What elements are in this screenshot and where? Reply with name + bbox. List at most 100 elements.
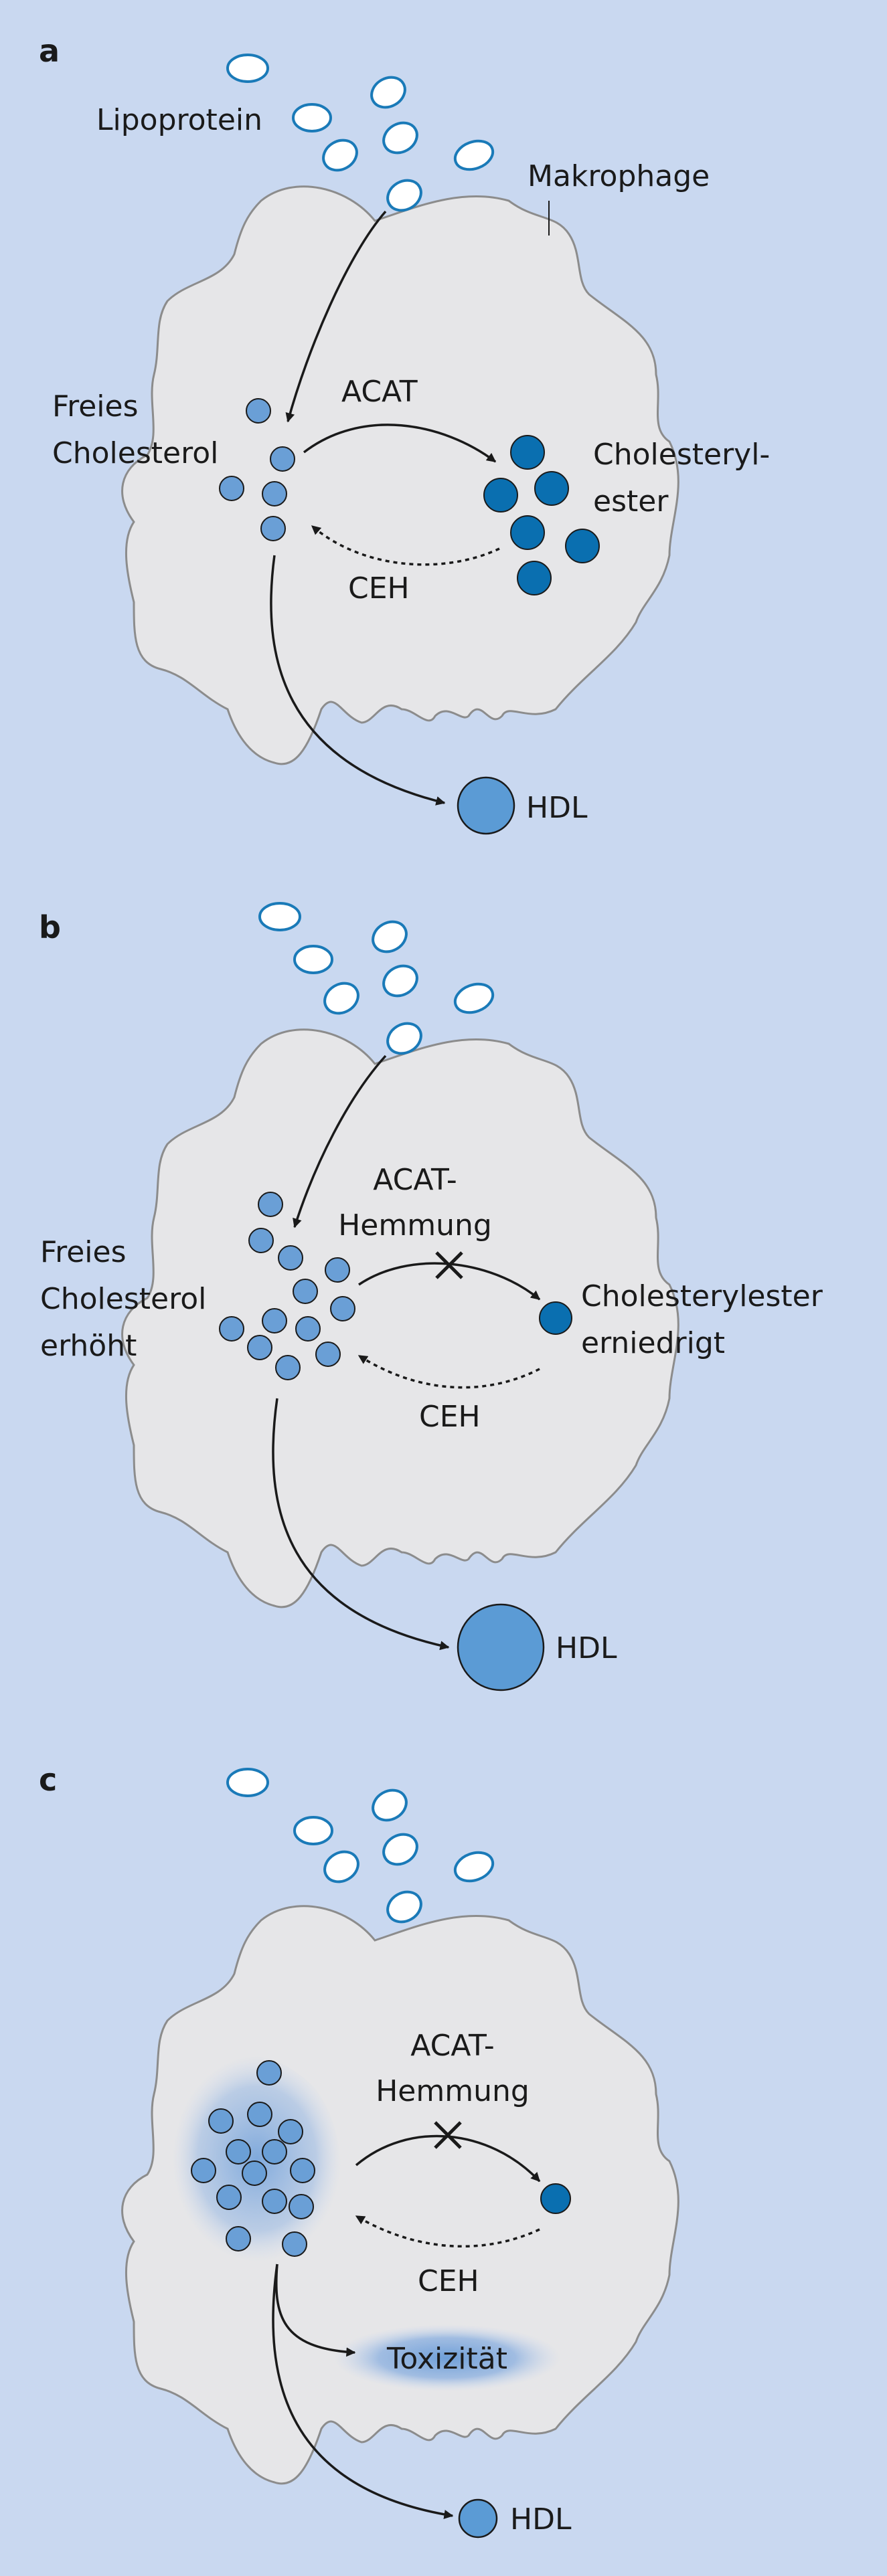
free-cholesterol-particle <box>289 2194 314 2219</box>
uptake-arrow <box>293 1054 387 1228</box>
free-cholesterol-particle <box>262 2189 287 2214</box>
free-cholesterol-particle <box>226 2139 251 2165</box>
lipoprotein-particle <box>292 103 332 132</box>
free-cholesterol-particle <box>262 1308 287 1333</box>
lipoprotein-particle <box>382 964 418 998</box>
panel-b: b Freies Cholesterol <box>39 902 823 1691</box>
uptake-arrow <box>285 210 387 423</box>
hdl-particle <box>457 1603 545 1691</box>
lipoprotein-particle <box>226 54 269 83</box>
cholesteryl-ester-particle <box>539 1301 572 1335</box>
lipoprotein-label: Lipoprotein <box>96 103 262 137</box>
lipoprotein-particles <box>226 54 495 212</box>
free-cholesterol-particle <box>247 1335 272 1360</box>
lipoprotein-particle <box>323 1850 359 1883</box>
free-cholesterol-particle <box>293 1279 318 1304</box>
acat-arrow <box>303 424 497 463</box>
free-cholesterol-group <box>219 398 295 541</box>
lipoprotein-particles <box>258 902 495 1055</box>
free-cholesterol-label-line3: erhöht <box>40 1329 137 1363</box>
free-cholesterol-particle <box>247 2102 272 2127</box>
cholesteryl-ester-particle <box>565 529 600 563</box>
free-cholesterol-label-line2: Cholesterol <box>40 1282 206 1316</box>
efflux-arrow <box>270 555 446 806</box>
cholesteryl-ester-particle <box>510 435 545 470</box>
cholesteryl-ester-particle <box>540 2183 571 2214</box>
lipoprotein-particle <box>258 902 301 931</box>
lipoprotein-particle <box>226 1768 269 1797</box>
lipoprotein-particle <box>386 179 422 212</box>
free-cholesterol-label-line1: Freies <box>40 1235 127 1269</box>
acat-inhibition-label-line1: ACAT- <box>410 2029 494 2063</box>
hdl-label: HDL <box>556 1631 617 1665</box>
free-cholesterol-particle <box>262 2139 287 2165</box>
acat-inhibition-label-line2: Hemmung <box>376 2074 530 2108</box>
lipoprotein-particle <box>293 945 333 974</box>
free-cholesterol-particle <box>248 1228 274 1253</box>
free-cholesterol-particle <box>325 1257 350 1283</box>
free-cholesterol-particle <box>278 2119 303 2144</box>
cholesteryl-ester-particle <box>517 561 552 595</box>
free-cholesterol-label-line1: Freies <box>52 389 139 424</box>
free-cholesterol-particle <box>330 1296 355 1321</box>
panel-b-letter: b <box>39 909 61 945</box>
ester-label-line2: ester <box>593 484 669 519</box>
acat-inhibition-label-line2: Hemmung <box>338 1208 492 1243</box>
efflux-arrow <box>272 2264 454 2519</box>
macrophage-label: Makrophage <box>528 159 710 193</box>
inhibition-cross-icon <box>435 1251 463 1279</box>
lipoprotein-particles <box>226 1768 495 1924</box>
inhibition-cross-icon <box>434 2121 462 2149</box>
free-cholesterol-particle <box>315 1342 341 1367</box>
free-cholesterol-particle <box>216 2185 242 2210</box>
free-cholesterol-particle <box>295 1316 321 1342</box>
acat-label: ACAT <box>341 375 418 409</box>
cholesteryl-ester-particle <box>534 471 569 506</box>
panel-a-letter: a <box>39 33 60 69</box>
lipoprotein-particle <box>322 139 358 172</box>
lipoprotein-particle <box>372 920 408 953</box>
lipoprotein-particle <box>453 139 495 171</box>
free-cholesterol-particle <box>262 481 287 507</box>
lipoprotein-particle <box>382 1833 418 1866</box>
acat-inhibition-label-line1: ACAT- <box>373 1163 457 1197</box>
lipoprotein-particle <box>453 1851 495 1883</box>
free-cholesterol-particle <box>246 398 271 424</box>
hdl-label: HDL <box>526 791 588 825</box>
free-cholesterol-particle <box>191 2158 216 2183</box>
lipoprotein-particle <box>382 121 418 155</box>
free-cholesterol-particle <box>278 1245 303 1271</box>
macrophage-cell <box>121 185 679 765</box>
ceh-label: CEH <box>348 571 410 606</box>
hdl-particle <box>458 2498 498 2539</box>
free-cholesterol-group <box>219 1192 355 1380</box>
free-cholesterol-particle <box>226 2226 251 2251</box>
free-cholesterol-particle <box>219 476 244 501</box>
free-cholesterol-particle <box>258 1192 283 1217</box>
ceh-arrow <box>355 2215 540 2247</box>
ceh-arrow <box>311 525 500 566</box>
panel-c: c ACAT- <box>39 1762 679 2539</box>
free-cholesterol-particle <box>270 446 295 472</box>
free-cholesterol-particle <box>260 516 286 541</box>
free-cholesterol-particle <box>242 2160 267 2186</box>
cholesteryl-ester-particle <box>510 515 545 550</box>
panel-c-letter: c <box>39 1762 57 1798</box>
free-cholesterol-particle <box>282 2231 307 2257</box>
ester-label-line1: Cholesterylester <box>581 1279 823 1313</box>
ester-label-line1: Cholesteryl- <box>593 438 770 472</box>
lipoprotein-particle <box>386 1022 422 1055</box>
cholesteryl-ester-particle <box>483 478 518 513</box>
ceh-label: CEH <box>419 1400 481 1434</box>
free-cholesterol-particle <box>256 2060 282 2086</box>
ceh-label: CEH <box>418 2264 479 2298</box>
toxicity-arrow <box>275 2264 356 2357</box>
lipoprotein-particle <box>453 982 495 1014</box>
cholesteryl-ester-group <box>483 435 600 595</box>
panel-a: a Lipoprotein Makrophage Freies Choleste <box>39 33 770 835</box>
free-cholesterol-particle <box>290 2158 315 2183</box>
toxicity-label: Toxizität <box>386 2342 507 2376</box>
lipoprotein-particle <box>372 1788 408 1822</box>
efflux-arrow <box>272 1398 450 1651</box>
